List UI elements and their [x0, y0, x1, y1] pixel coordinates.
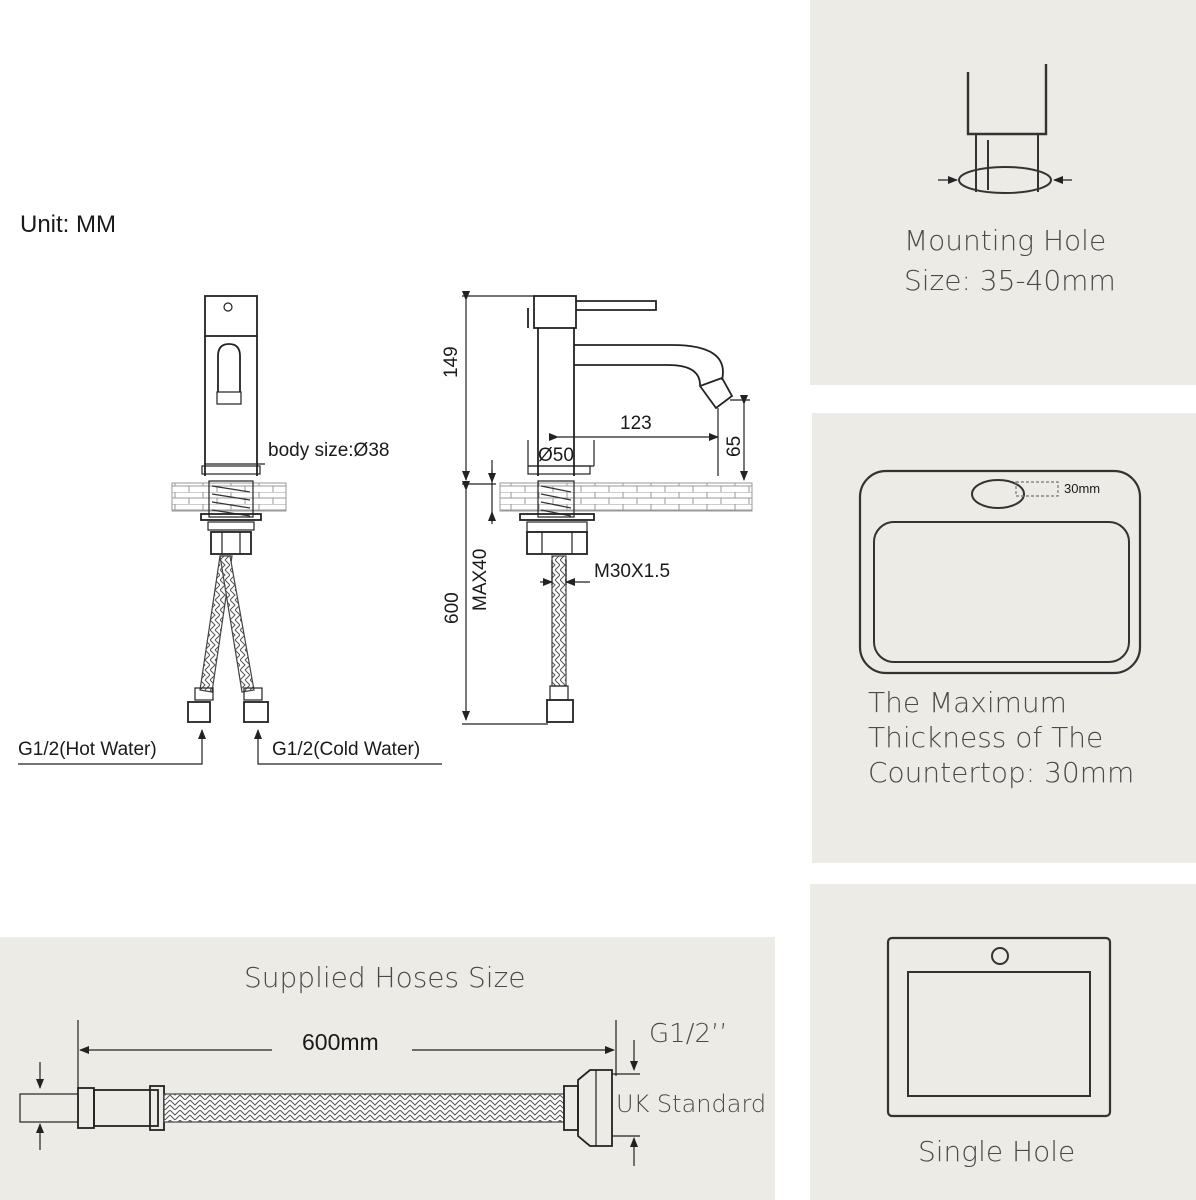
uk-standard-label: UK Standard — [616, 1090, 767, 1118]
hot-water-label: G1/2(Hot Water) — [18, 739, 157, 760]
unit-label: Unit: MM — [20, 211, 116, 238]
countertop-basin-icon — [858, 469, 1142, 675]
base-diameter-label: Ø50 — [538, 445, 574, 466]
body-size-label: body size:Ø38 — [268, 440, 390, 461]
supplied-hoses-panel — [0, 937, 775, 1200]
supplied-hose-diagram — [19, 1020, 640, 1166]
spout-reach-label: 123 — [620, 413, 652, 434]
hose-length-label: 600 — [442, 592, 463, 624]
single-hole-panel — [810, 884, 1196, 1200]
hose-length-mm-label: 600mm — [302, 1029, 379, 1055]
mounting-hole-icon — [938, 64, 1072, 194]
side-view-faucet — [462, 291, 753, 725]
mounting-hole-caption: Mounting Hole Size: 35-40mm — [904, 221, 1116, 301]
mounting-hole-size: Size: 35-40mm — [904, 264, 1116, 297]
countertop-caption-line1: The Maximum — [868, 686, 1067, 719]
cold-water-label: G1/2(Cold Water) — [272, 739, 421, 760]
countertop-caption-line3: Countertop: 30mm — [868, 756, 1135, 789]
countertop-dimension-label: 30mm — [1064, 481, 1101, 496]
hose-thread-label: G1/2’’ — [649, 1019, 728, 1049]
countertop-caption: The Maximum Thickness of The Countertop:… — [868, 685, 1134, 790]
single-hole-basin-icon — [886, 936, 1112, 1118]
hoses-title: Supplied Hoses Size — [244, 961, 526, 994]
max-thickness-label: MAX40 — [470, 548, 491, 611]
single-hole-caption: Single Hole — [918, 1135, 1076, 1168]
front-view-faucet — [18, 295, 442, 765]
height-dimension-label: 149 — [441, 346, 462, 378]
thread-size-label: M30X1.5 — [594, 561, 671, 582]
mounting-hole-title: Mounting Hole — [904, 224, 1107, 257]
spout-height-label: 65 — [724, 435, 745, 457]
countertop-thickness-panel — [812, 413, 1196, 863]
countertop-caption-line2: Thickness of The — [868, 721, 1104, 754]
